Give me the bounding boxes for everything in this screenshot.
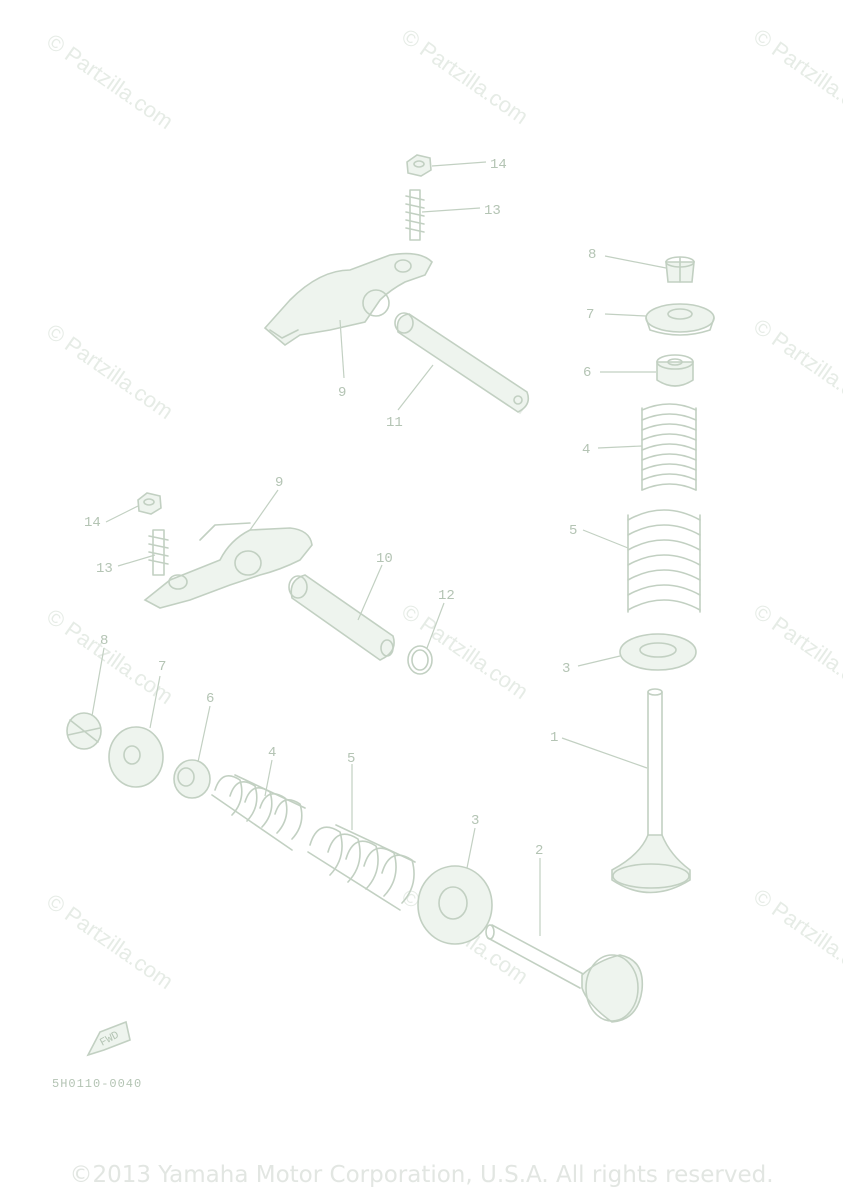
callout-6: 6 [206,691,214,707]
nut-mid [137,492,162,515]
rocker-shaft-top [394,312,530,413]
callout-11: 11 [386,415,403,431]
callout-8: 8 [100,633,108,649]
watermark: © Partzilla.com [749,599,843,705]
inner-spring-left [211,774,306,851]
callout-5: 5 [569,523,577,539]
cotter-right [665,256,695,283]
callout-4: 4 [268,745,276,761]
drawing-code: 5H0110-0040 [52,1077,143,1091]
callout-13: 13 [96,561,113,577]
callout-9: 9 [338,385,346,401]
lower-valve-stack [66,712,644,1023]
middle-rocker-assembly [137,492,433,675]
callout-12: 12 [438,588,455,604]
callout-4: 4 [582,442,590,458]
fwd-arrow: FWD [86,1020,131,1057]
callout-1: 1 [550,730,558,746]
cotter-left [66,712,102,750]
nut-top [406,154,432,177]
seal-left [173,759,211,799]
callout-6: 6 [583,365,591,381]
watermark: © Partzilla.com [749,884,843,990]
callout-3: 3 [562,661,570,677]
right-valve-stack [611,256,715,894]
seal-right [656,354,694,387]
intake-valve [611,688,691,894]
callout-5: 5 [347,751,355,767]
inner-spring-right [641,403,697,491]
watermark: © Partzilla.com [42,29,178,135]
watermark: © Partzilla.com [397,24,533,130]
callout-13: 13 [484,203,501,219]
callout-7: 7 [586,307,594,323]
callouts: 14 13 9 11 8 7 6 4 5 3 1 9 14 13 10 12 8… [84,157,596,859]
outer-spring-right [627,509,701,613]
watermark: © Partzilla.com [42,604,178,710]
callout-7: 7 [158,659,166,675]
leader-lines [91,161,667,936]
watermark-layer: © Partzilla.com © Partzilla.com © Partzi… [42,24,843,995]
watermark: © Partzilla.com [397,599,533,705]
upper-rocker-assembly [263,154,530,413]
outer-spring-left [307,824,416,911]
adjust-screw-mid [148,529,169,576]
callout-3: 3 [471,813,479,829]
adjust-screw-top [405,189,425,241]
watermark: © Partzilla.com [749,24,843,130]
rocker-arm-top [263,252,433,347]
rocker-arm-mid [143,522,313,609]
watermark: © Partzilla.com [42,889,178,995]
exhaust-valve [485,924,644,1023]
rocker-shaft-mid [288,574,395,661]
spring-seat-right [619,633,697,671]
callout-10: 10 [376,551,393,567]
spring-seat-left [417,865,493,945]
watermark: © Partzilla.com [749,314,843,420]
callout-14: 14 [490,157,507,173]
callout-14: 14 [84,515,101,531]
retainer-right [645,303,715,336]
callout-2: 2 [535,843,543,859]
o-ring [407,645,433,675]
callout-9: 9 [275,475,283,491]
watermark: © Partzilla.com [42,319,178,425]
callout-8: 8 [588,247,596,263]
retainer-left [108,726,164,788]
copyright-notice: ©2013 Yamaha Motor Corporation, U.S.A. A… [69,1162,774,1188]
